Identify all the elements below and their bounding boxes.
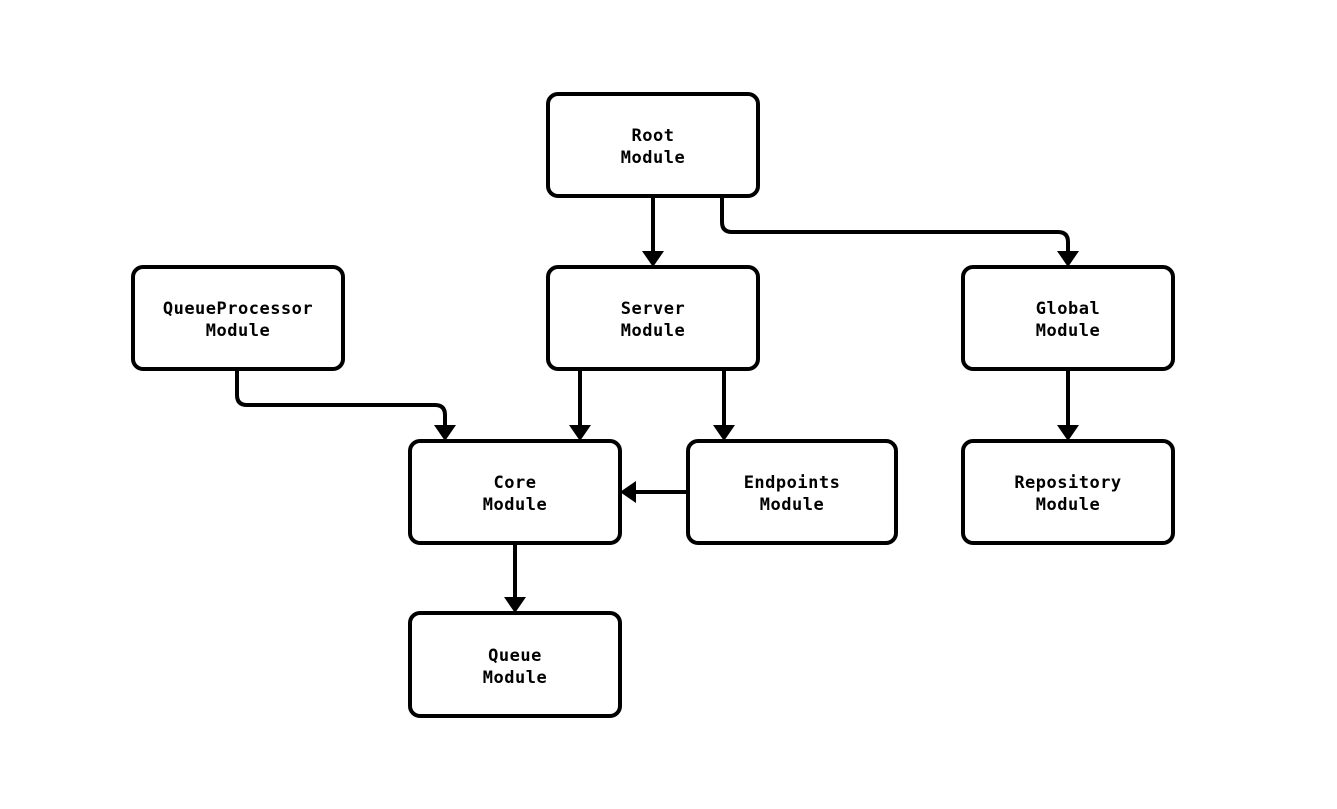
node-repository-module-box[interactable] bbox=[961, 439, 1175, 545]
arrowhead-icon bbox=[504, 597, 526, 613]
node-server-module-label-line2: Module bbox=[621, 321, 685, 341]
node-global-module-label-line2: Module bbox=[1036, 321, 1100, 341]
node-repository-module[interactable]: Repository Module bbox=[961, 439, 1175, 545]
node-global-module-box[interactable] bbox=[961, 265, 1175, 371]
node-queue-module-label-line2: Module bbox=[483, 668, 547, 688]
node-core-module-label-line1: Core bbox=[494, 473, 537, 493]
node-root-module-label-line2: Module bbox=[621, 148, 685, 168]
edge-global-repository bbox=[1057, 369, 1079, 441]
arrowhead-icon bbox=[620, 481, 636, 503]
node-server-module-label-line1: Server bbox=[621, 299, 685, 319]
node-root-module[interactable]: Root Module bbox=[546, 92, 760, 198]
node-endpoints-module-label-line1: Endpoints bbox=[744, 473, 841, 493]
arrowhead-icon bbox=[713, 425, 735, 441]
arrowhead-icon bbox=[1057, 251, 1079, 267]
node-queueprocessor-module[interactable]: QueueProcessor Module bbox=[131, 265, 345, 371]
node-repository-module-label-line2: Module bbox=[1036, 495, 1100, 515]
node-core-module[interactable]: Core Module bbox=[408, 439, 622, 545]
arrowhead-icon bbox=[1057, 425, 1079, 441]
node-root-module-box[interactable] bbox=[546, 92, 760, 198]
node-queue-module-box[interactable] bbox=[408, 611, 622, 718]
node-queueprocessor-module-label-line1: QueueProcessor bbox=[163, 299, 313, 319]
node-endpoints-module-box[interactable] bbox=[686, 439, 898, 545]
edge-server-core bbox=[569, 369, 591, 441]
node-endpoints-module[interactable]: Endpoints Module bbox=[686, 439, 898, 545]
node-queue-module-label-line1: Queue bbox=[488, 646, 542, 666]
node-queueprocessor-module-box[interactable] bbox=[131, 265, 345, 371]
node-server-module[interactable]: Server Module bbox=[546, 265, 760, 371]
arrowhead-icon bbox=[434, 425, 456, 441]
edge-root-server bbox=[642, 196, 664, 267]
node-core-module-label-line2: Module bbox=[483, 495, 547, 515]
node-queue-module[interactable]: Queue Module bbox=[408, 611, 622, 718]
node-core-module-box[interactable] bbox=[408, 439, 622, 545]
node-server-module-box[interactable] bbox=[546, 265, 760, 371]
edge-server-endpoints bbox=[713, 369, 735, 441]
node-global-module[interactable]: Global Module bbox=[961, 265, 1175, 371]
node-queueprocessor-module-label-line2: Module bbox=[206, 321, 270, 341]
node-repository-module-label-line1: Repository bbox=[1014, 473, 1121, 493]
node-root-module-label-line1: Root bbox=[632, 126, 675, 146]
node-endpoints-module-label-line2: Module bbox=[760, 495, 824, 515]
arrowhead-icon bbox=[569, 425, 591, 441]
edge-root-global bbox=[720, 196, 1079, 267]
arrowhead-icon bbox=[642, 251, 664, 267]
edge-queueprocessor-core bbox=[235, 369, 456, 441]
edge-endpoints-core bbox=[620, 481, 688, 503]
edge-core-queue bbox=[504, 543, 526, 613]
node-global-module-label-line1: Global bbox=[1036, 299, 1100, 319]
